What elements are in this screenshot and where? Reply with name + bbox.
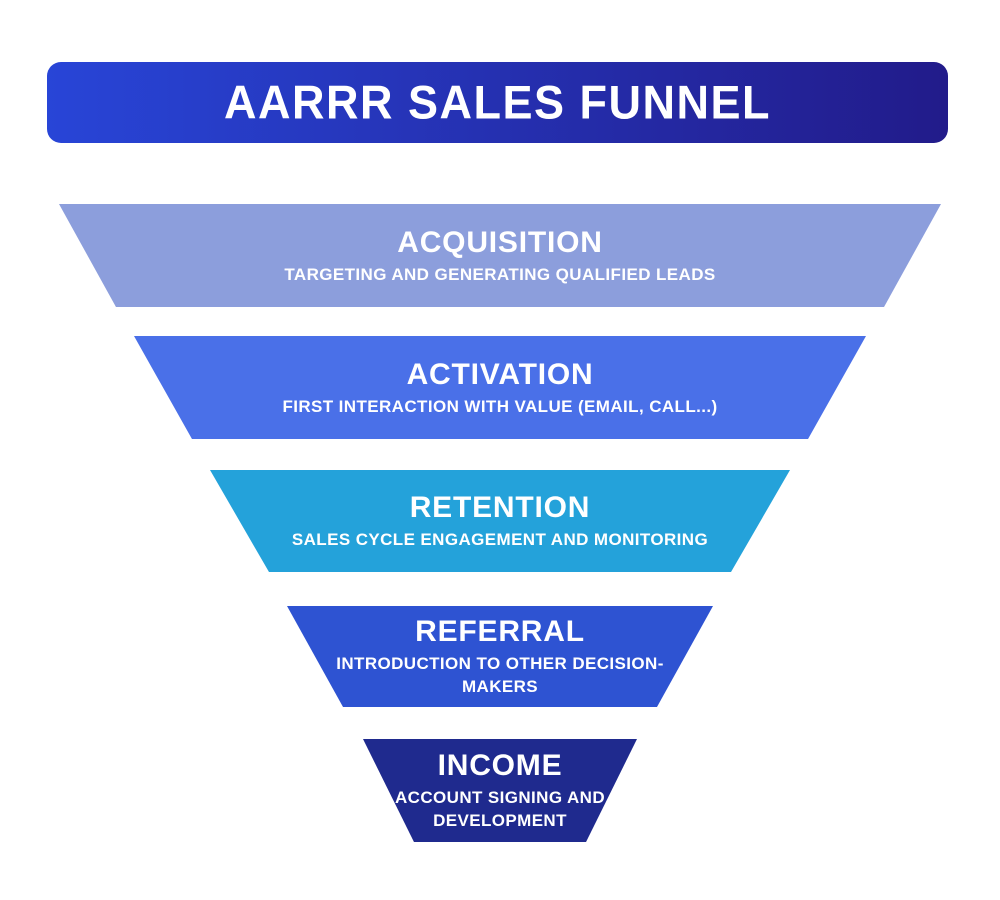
title-banner: AARRR SALES FUNNEL: [47, 62, 948, 143]
segment-subtitle-retention: SALES CYCLE ENGAGEMENT AND MONITORING: [291, 530, 709, 550]
segment-title-acquisition: ACQUISITION: [397, 225, 603, 259]
funnel-segment-referral: REFERRAL INTRODUCTION TO OTHER DECISION-…: [287, 606, 713, 707]
funnel-segment-income: INCOME ACCOUNT SIGNING AND DEVELOPMENT: [363, 739, 637, 842]
funnel-segment-retention: RETENTION SALES CYCLE ENGAGEMENT AND MON…: [210, 470, 790, 572]
segment-subtitle-income: ACCOUNT SIGNING AND DEVELOPMENT: [394, 788, 606, 830]
funnel-segment-acquisition: ACQUISITION TARGETING AND GENERATING QUA…: [59, 204, 941, 307]
segment-subtitle-activation: FIRST INTERACTION WITH VALUE (EMAIL, CAL…: [282, 396, 718, 416]
segment-title-referral: REFERRAL: [415, 615, 585, 649]
segment-title-retention: RETENTION: [409, 491, 591, 525]
page-title: AARRR SALES FUNNEL: [223, 75, 771, 129]
segment-subtitle-acquisition: TARGETING AND GENERATING QUALIFIED LEADS: [284, 264, 716, 284]
funnel-segment-activation: ACTIVATION FIRST INTERACTION WITH VALUE …: [134, 336, 866, 439]
segment-title-income: INCOME: [437, 749, 563, 783]
segment-title-activation: ACTIVATION: [406, 357, 594, 391]
segment-subtitle-referral: INTRODUCTION TO OTHER DECISION- MAKERS: [336, 654, 664, 696]
